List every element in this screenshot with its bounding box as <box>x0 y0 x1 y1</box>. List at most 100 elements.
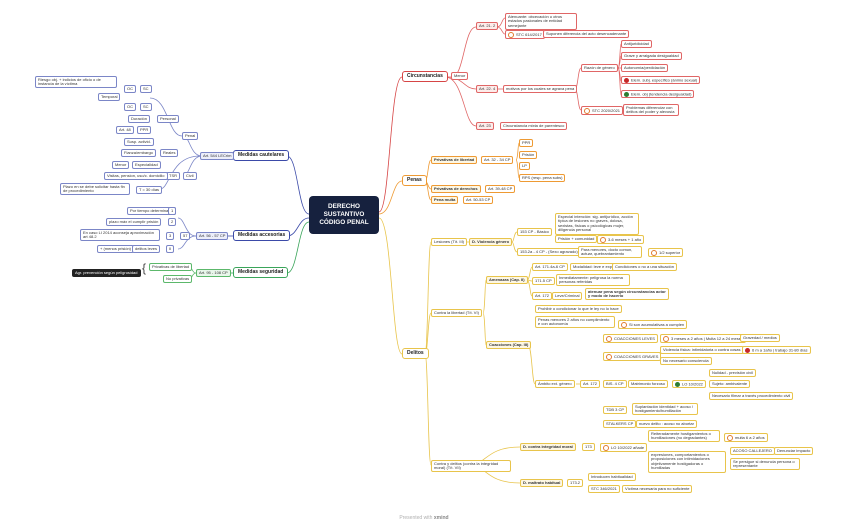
del-art171[interactable]: Art. 171.4a-6 CP <box>532 263 568 271</box>
branch-delitos[interactable]: Delitos <box>402 348 429 359</box>
caut-fianza[interactable]: Fianza/embargo <box>121 149 156 157</box>
branch-penas[interactable]: Penas <box>402 175 427 186</box>
acces-ii[interactable]: II <box>166 245 175 253</box>
acces-art[interactable]: Art. 56 - 57 CP <box>196 232 229 240</box>
penas-multa-art[interactable]: Art. 50-53 CP <box>463 196 494 204</box>
footer-brand-logo[interactable]: xmind <box>433 515 449 521</box>
circ-art23[interactable]: Art. 23 <box>476 122 494 130</box>
caut-ppre[interactable]: PPR <box>137 126 152 134</box>
branch-medidas-cautelares[interactable]: Medidas cautelares <box>233 150 290 161</box>
del-art172[interactable]: Art. 172 <box>532 292 553 300</box>
circ-art21[interactable]: Art. 21. 2 <box>476 22 499 30</box>
del-victima[interactable]: Víctima necesaria para no suficiente <box>622 485 693 493</box>
acces-mas[interactable]: + (menos prisión) <box>97 245 135 253</box>
del-tdb[interactable]: TDB 3 CP <box>603 406 628 414</box>
del-art173m[interactable]: D. contra integridad moral <box>520 443 576 451</box>
seg-art[interactable]: Art. 95 - 108 CP <box>196 269 231 277</box>
penas-ppr[interactable]: PPR <box>519 139 534 147</box>
del-maltrato[interactable]: D. maltrato habitual <box>520 479 564 487</box>
acces-57[interactable]: 57 <box>180 232 191 240</box>
penas-priv-der-art[interactable]: Art. 39-48 CP <box>485 185 516 193</box>
caut-especialidad[interactable]: Especialidad <box>132 161 161 169</box>
caut-oc2[interactable]: OC <box>124 103 136 111</box>
circ-art21-atenuante[interactable]: Atenuante: obcecación u otros estados pa… <box>505 13 577 30</box>
circ-problemas[interactable]: Problemas diferenciar con delitos del po… <box>623 104 679 117</box>
circ-elem-subj[interactable]: Elem. subj. específico (ánimo sexual) <box>621 76 701 85</box>
del-art153b[interactable]: 153.2a - 4 CP - (Sexo agravado) <box>517 248 581 256</box>
del-prision[interactable]: Prisión + comunidad <box>555 235 598 243</box>
del-prohib[interactable]: Prohibir o condicionar lo que le ley no … <box>535 305 622 313</box>
caut-plazo2[interactable]: T = 30 días <box>136 186 163 194</box>
del-violencia[interactable]: D. Violencia género <box>469 238 513 246</box>
del-necesario[interactable]: No necesario consciencia <box>660 357 712 365</box>
del-lesiones[interactable]: Lesiones (Tít. III) <box>431 238 468 246</box>
penas-prision[interactable]: Prisión <box>519 151 538 159</box>
caut-sc2[interactable]: SC <box>140 103 152 111</box>
del-necesario2[interactable]: Necesario filmar a través procedimiento … <box>709 392 794 400</box>
del-penas-menor[interactable]: Penas menores 2 años no cumplimiento e c… <box>535 316 615 329</box>
caut-penal[interactable]: Penal <box>182 132 199 140</box>
del-violencia-f[interactable]: Violencia física: intimidatoria o contra… <box>660 346 744 354</box>
del-art173[interactable]: BIS. 4 CP <box>603 380 627 388</box>
del-integridad[interactable]: Contra y delitos (contra la integridad m… <box>431 460 511 473</box>
del-coacciones[interactable]: Coacciones (Cap. III) <box>486 341 532 349</box>
del-introducen[interactable]: Introducen habitualidad <box>588 473 636 481</box>
del-suplant[interactable]: Suplantación identidad + acoso / hostiga… <box>632 403 698 416</box>
central-topic[interactable]: DERECHO SUSTANTIVO CÓDIGO PENAL <box>309 196 379 234</box>
seg-no-priv[interactable]: No privativas <box>163 275 193 283</box>
del-mismo-leve[interactable]: 3 meses a 2 años | Multa 12 a 24 meses <box>660 334 746 344</box>
del-t173[interactable]: 173 <box>582 443 595 451</box>
seg-agr[interactable]: Agr. prevención según peligrosidad <box>72 269 141 277</box>
circ-art22[interactable]: Art. 22. 4 <box>476 85 499 93</box>
caut-sc[interactable]: SC <box>140 85 152 93</box>
circ-autonomo[interactable]: Autonomía/perdidación <box>621 64 669 72</box>
caut-tsr[interactable]: TSR <box>166 172 180 180</box>
penas-priv-lib-art[interactable]: Art. 32 - 34 CP <box>481 156 514 164</box>
caut-menor[interactable]: Menor <box>112 161 130 169</box>
del-libertad[interactable]: Contra la libertad (Tít. VI) <box>431 309 482 317</box>
del-reiteradamente[interactable]: Reiteradamente hostigamientos o humillac… <box>648 430 720 443</box>
del-stc[interactable]: STC 346/2021 <box>588 485 620 493</box>
del-exceptua[interactable]: Para menores, docto comun, actuar, quebr… <box>578 246 642 259</box>
penas-priv-der[interactable]: Privativas de derechos <box>431 185 481 193</box>
del-amenazas[interactable]: Amenazas (Cap. II) <box>486 276 528 284</box>
penas-lp[interactable]: LP <box>519 162 530 170</box>
del-art153[interactable]: 153 CP - Básico <box>517 228 552 236</box>
del-leve-criminal[interactable]: Leve/Criminal <box>552 292 583 300</box>
del-stalking[interactable]: STALKERS CP <box>603 420 637 428</box>
caut-art[interactable]: Art. 544 LECrim <box>200 152 235 160</box>
caut-plazo[interactable]: Plazo en se debe solicitar hasta fin de … <box>60 183 130 196</box>
del-inmed[interactable]: Inmediatamente: peligrosa la norma perso… <box>556 274 630 287</box>
del-nuevo[interactable]: nuevo delito : acoso no abortar <box>636 420 697 428</box>
del-acoso[interactable]: ACOSO CALLEJERO <box>730 447 775 455</box>
del-gravedad[interactable]: Gravedad / medios <box>740 334 780 342</box>
del-sujeto[interactable]: Sujeto: ambivalente <box>709 380 751 388</box>
caut-susp[interactable]: Susp. activid. <box>124 138 154 146</box>
circ-menor[interactable]: Menor <box>451 72 469 80</box>
caut-visitas[interactable]: Visitas, pension, uso/c. domicilio <box>104 172 168 180</box>
del-denunc[interactable]: Denunciar impacto <box>774 447 814 455</box>
del-art169[interactable]: 171.5 CP <box>532 277 555 285</box>
acces-1[interactable]: 1 <box>168 207 177 215</box>
acces-2[interactable]: 2 <box>168 218 177 226</box>
circ-art22-motivo[interactable]: motivos por los cuales se agrava pena <box>503 85 578 93</box>
del-meses[interactable]: 3-6 meses + 1 año <box>597 235 645 245</box>
del-atenua[interactable]: atenuar pena según circunstancias actor … <box>585 288 669 301</box>
caut-civil[interactable]: Civil <box>183 172 197 180</box>
circ-grave[interactable]: Grave y arraigada desigualdad <box>621 52 682 60</box>
penas-multa[interactable]: Pena multa <box>431 196 459 204</box>
del-art172-node[interactable]: Art. 172 <box>580 380 601 388</box>
del-lo10[interactable]: LO 10/2022 <box>672 380 706 389</box>
acces-plazo-max[interactable]: plazo máx el cumplir prisión <box>106 218 162 226</box>
caut-art48[interactable]: Art. 48 <box>116 126 134 134</box>
circ-stc2020[interactable]: STC 2020/2021 <box>581 106 624 116</box>
del-esp[interactable]: Especial intención: sig. antijurídico, a… <box>555 213 639 235</box>
del-lo10-anade[interactable]: LO 10/2022 añade <box>600 443 648 453</box>
del-sin-acum[interactable]: Si son acumulativas a cumplen <box>618 320 688 330</box>
caut-duracion[interactable]: Duración <box>128 115 151 123</box>
circ-art21-stc[interactable]: STC 614/2017 <box>505 30 545 40</box>
del-seis-meses[interactable]: 6 m a 1año | trabajo 31-80 días <box>742 346 811 355</box>
del-expresiones[interactable]: expresiones, comportamientos o proposici… <box>648 451 726 473</box>
acces-caso[interactable]: En caso LI 2014 aconseja aproximación ar… <box>80 229 160 242</box>
del-graves[interactable]: COACCIONES GRAVES <box>603 352 662 362</box>
